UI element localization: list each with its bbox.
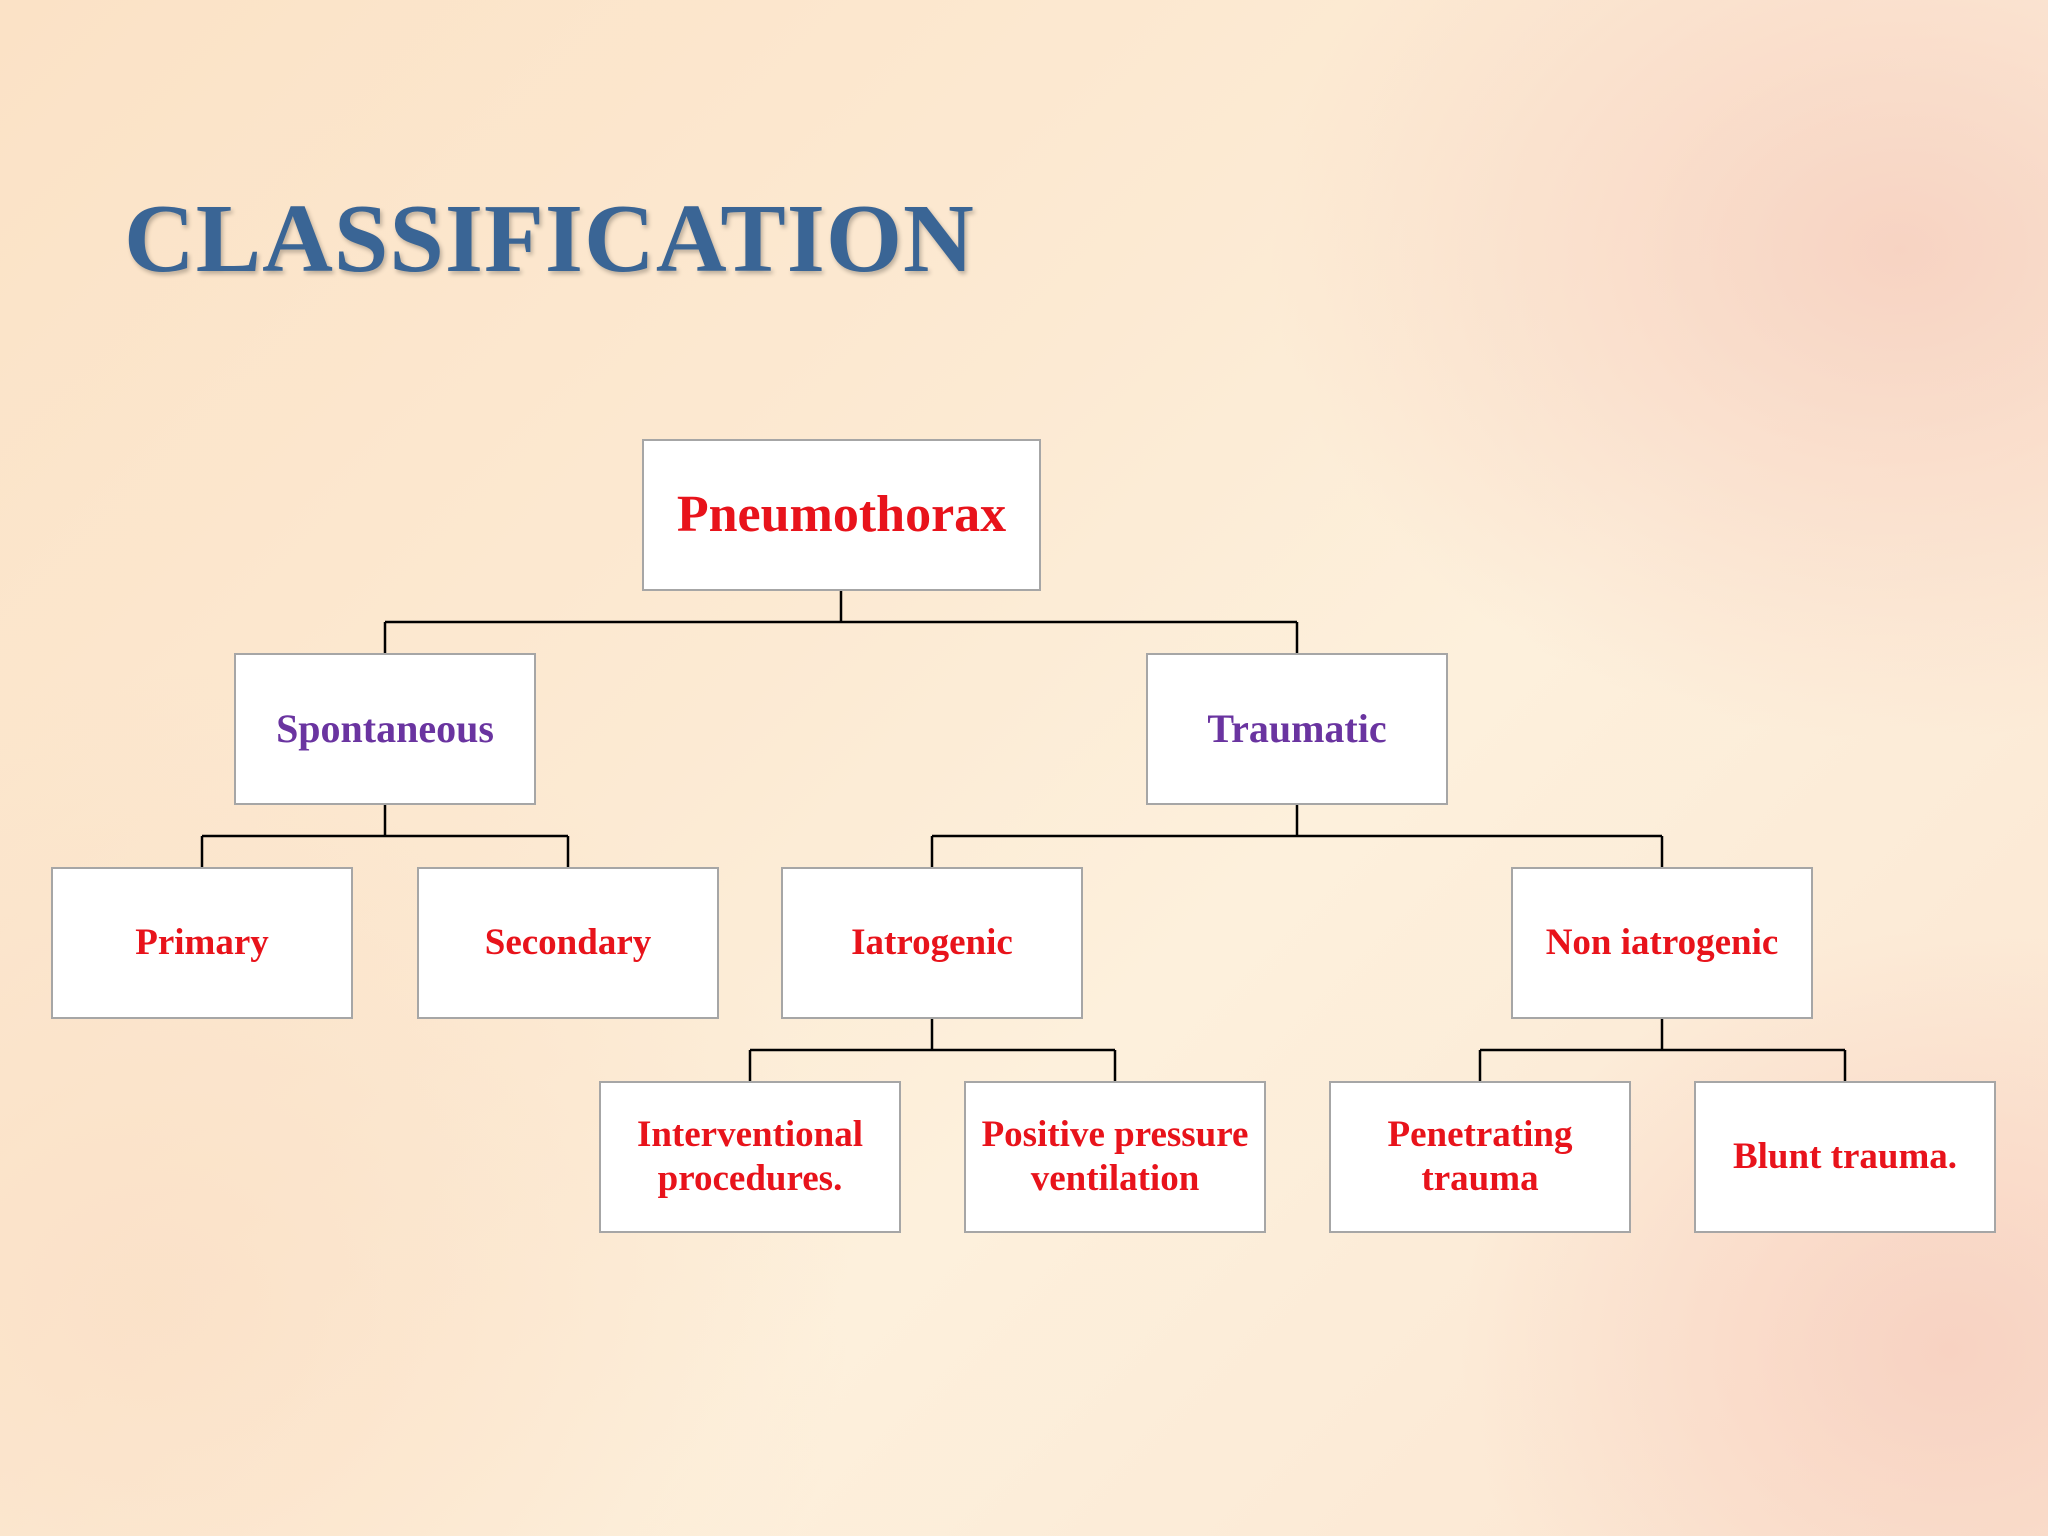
node-label: Interventional procedures.	[636, 1113, 864, 1199]
node-label: Spontaneous	[276, 706, 494, 751]
node-label: Blunt trauma.	[1732, 1135, 1958, 1177]
node-interventional-procedures: Interventional procedures.	[599, 1081, 901, 1233]
node-iatrogenic: Iatrogenic	[781, 867, 1083, 1019]
node-spontaneous: Spontaneous	[234, 653, 536, 805]
connector-iatrogenic	[748, 1019, 1117, 1081]
node-primary: Primary	[51, 867, 353, 1019]
node-label: Pneumothorax	[676, 485, 1007, 543]
node-positive-pressure-ventilation: Positive pressure ventilation	[964, 1081, 1266, 1233]
node-penetrating-trauma: Penetrating trauma	[1329, 1081, 1631, 1233]
connector-spontaneous	[200, 805, 570, 867]
connector-traumatic	[930, 805, 1664, 867]
node-traumatic: Traumatic	[1146, 653, 1448, 805]
connector-non-iatrogenic	[1478, 1019, 1847, 1081]
node-label: Penetrating trauma	[1387, 1113, 1573, 1199]
node-label: Positive pressure ventilation	[981, 1113, 1249, 1199]
node-label: Secondary	[484, 921, 652, 963]
page-title: CLASSIFICATION	[124, 185, 975, 293]
node-secondary: Secondary	[417, 867, 719, 1019]
node-label: Non iatrogenic	[1545, 921, 1779, 963]
connector-root	[383, 591, 1299, 653]
node-pneumothorax: Pneumothorax	[642, 439, 1041, 591]
node-label: Iatrogenic	[851, 921, 1013, 963]
node-label: Traumatic	[1207, 706, 1387, 751]
node-blunt-trauma: Blunt trauma.	[1694, 1081, 1996, 1233]
node-non-iatrogenic: Non iatrogenic	[1511, 867, 1813, 1019]
node-label: Primary	[135, 921, 269, 963]
